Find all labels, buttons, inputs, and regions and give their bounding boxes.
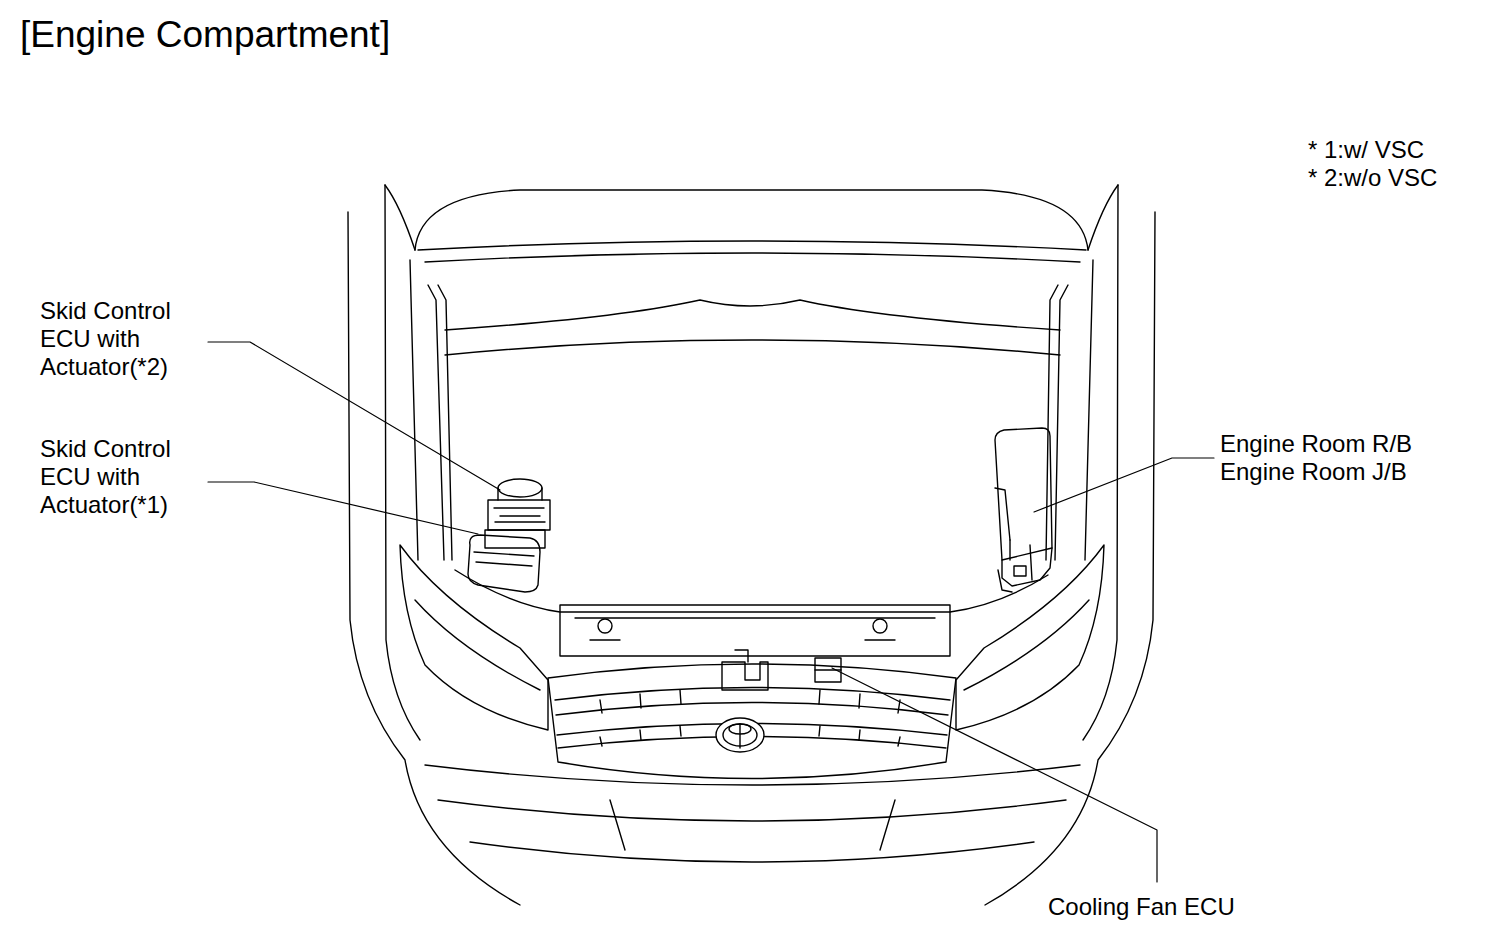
cooling-fan-ecu-part: [722, 662, 768, 690]
bumper: [438, 800, 1066, 821]
engine-bay-edge: [873, 619, 887, 633]
car-body: [385, 185, 415, 250]
relay-block: [1014, 566, 1026, 576]
grille: [556, 703, 948, 716]
skid-control-actuator: [468, 535, 540, 592]
bumper: [470, 842, 1034, 862]
part-label: Skid Control ECU with Actuator(*2): [40, 297, 205, 381]
hood-strut: [428, 285, 444, 560]
skid-control-actuator: [468, 479, 550, 592]
skid-control-actuator: [494, 508, 545, 522]
engine-bay-edge: [598, 619, 612, 633]
hood: [410, 260, 418, 560]
hood: [415, 190, 1088, 250]
skid-control-actuator: [488, 500, 550, 530]
relay-block: [995, 428, 1052, 560]
headlight: [415, 600, 540, 690]
hood: [418, 241, 1086, 250]
leader-line: [832, 668, 1157, 882]
headlight: [400, 545, 1104, 730]
skid-control-actuator: [498, 479, 542, 497]
bumper: [425, 765, 1080, 785]
cooling-fan-ecu-part: [722, 650, 841, 690]
cooling-fan-ecu-part: [735, 650, 748, 662]
car-body: [1083, 185, 1118, 740]
grille: [548, 664, 956, 779]
hood: [445, 300, 1060, 330]
grille: [716, 718, 764, 752]
part-label: Engine Room J/B: [1220, 458, 1407, 486]
relay-block: [995, 428, 1052, 592]
headlight: [956, 545, 1104, 730]
relay-block: [998, 570, 1012, 592]
car-body: [348, 212, 520, 905]
hood-strut: [428, 285, 1068, 560]
headlight: [964, 600, 1089, 690]
car-body: [1088, 185, 1118, 250]
hood: [1085, 260, 1093, 560]
relay-block: [995, 488, 1010, 540]
hood: [425, 253, 1080, 262]
relay-block: [1010, 540, 1032, 580]
skid-control-actuator: [474, 552, 534, 566]
grille: [555, 688, 950, 701]
bumper: [425, 765, 1080, 862]
grille: [600, 690, 900, 713]
part-label: Engine Room R/B: [1220, 430, 1412, 458]
grille: [739, 724, 740, 748]
car-body: [348, 185, 1155, 905]
part-label: Skid Control ECU with Actuator(*1): [40, 435, 205, 519]
headlight: [400, 545, 548, 730]
hood-strut: [438, 285, 452, 560]
engine-bay-edge: [455, 570, 1048, 656]
diagram-title: [Engine Compartment]: [20, 14, 390, 56]
footnote: * 2:w/o VSC: [1308, 164, 1437, 192]
leader-line: [1034, 458, 1214, 512]
skid-control-actuator: [498, 488, 542, 500]
leader-line: [208, 342, 1214, 882]
hood: [410, 190, 1093, 560]
leader-line: [208, 342, 500, 490]
hood: [445, 340, 1060, 355]
car-body: [985, 212, 1155, 905]
bumper: [610, 800, 895, 850]
leader-line: [208, 482, 478, 534]
footnote: * 1:w/ VSC: [1308, 136, 1424, 164]
engine-bay-edge: [560, 605, 950, 656]
skid-control-actuator: [485, 530, 545, 548]
hood-strut: [1055, 285, 1068, 560]
grille: [548, 664, 956, 779]
car-body: [385, 185, 420, 740]
part-label: Cooling Fan ECU: [1048, 893, 1235, 921]
engine-bay-edge: [590, 639, 895, 640]
